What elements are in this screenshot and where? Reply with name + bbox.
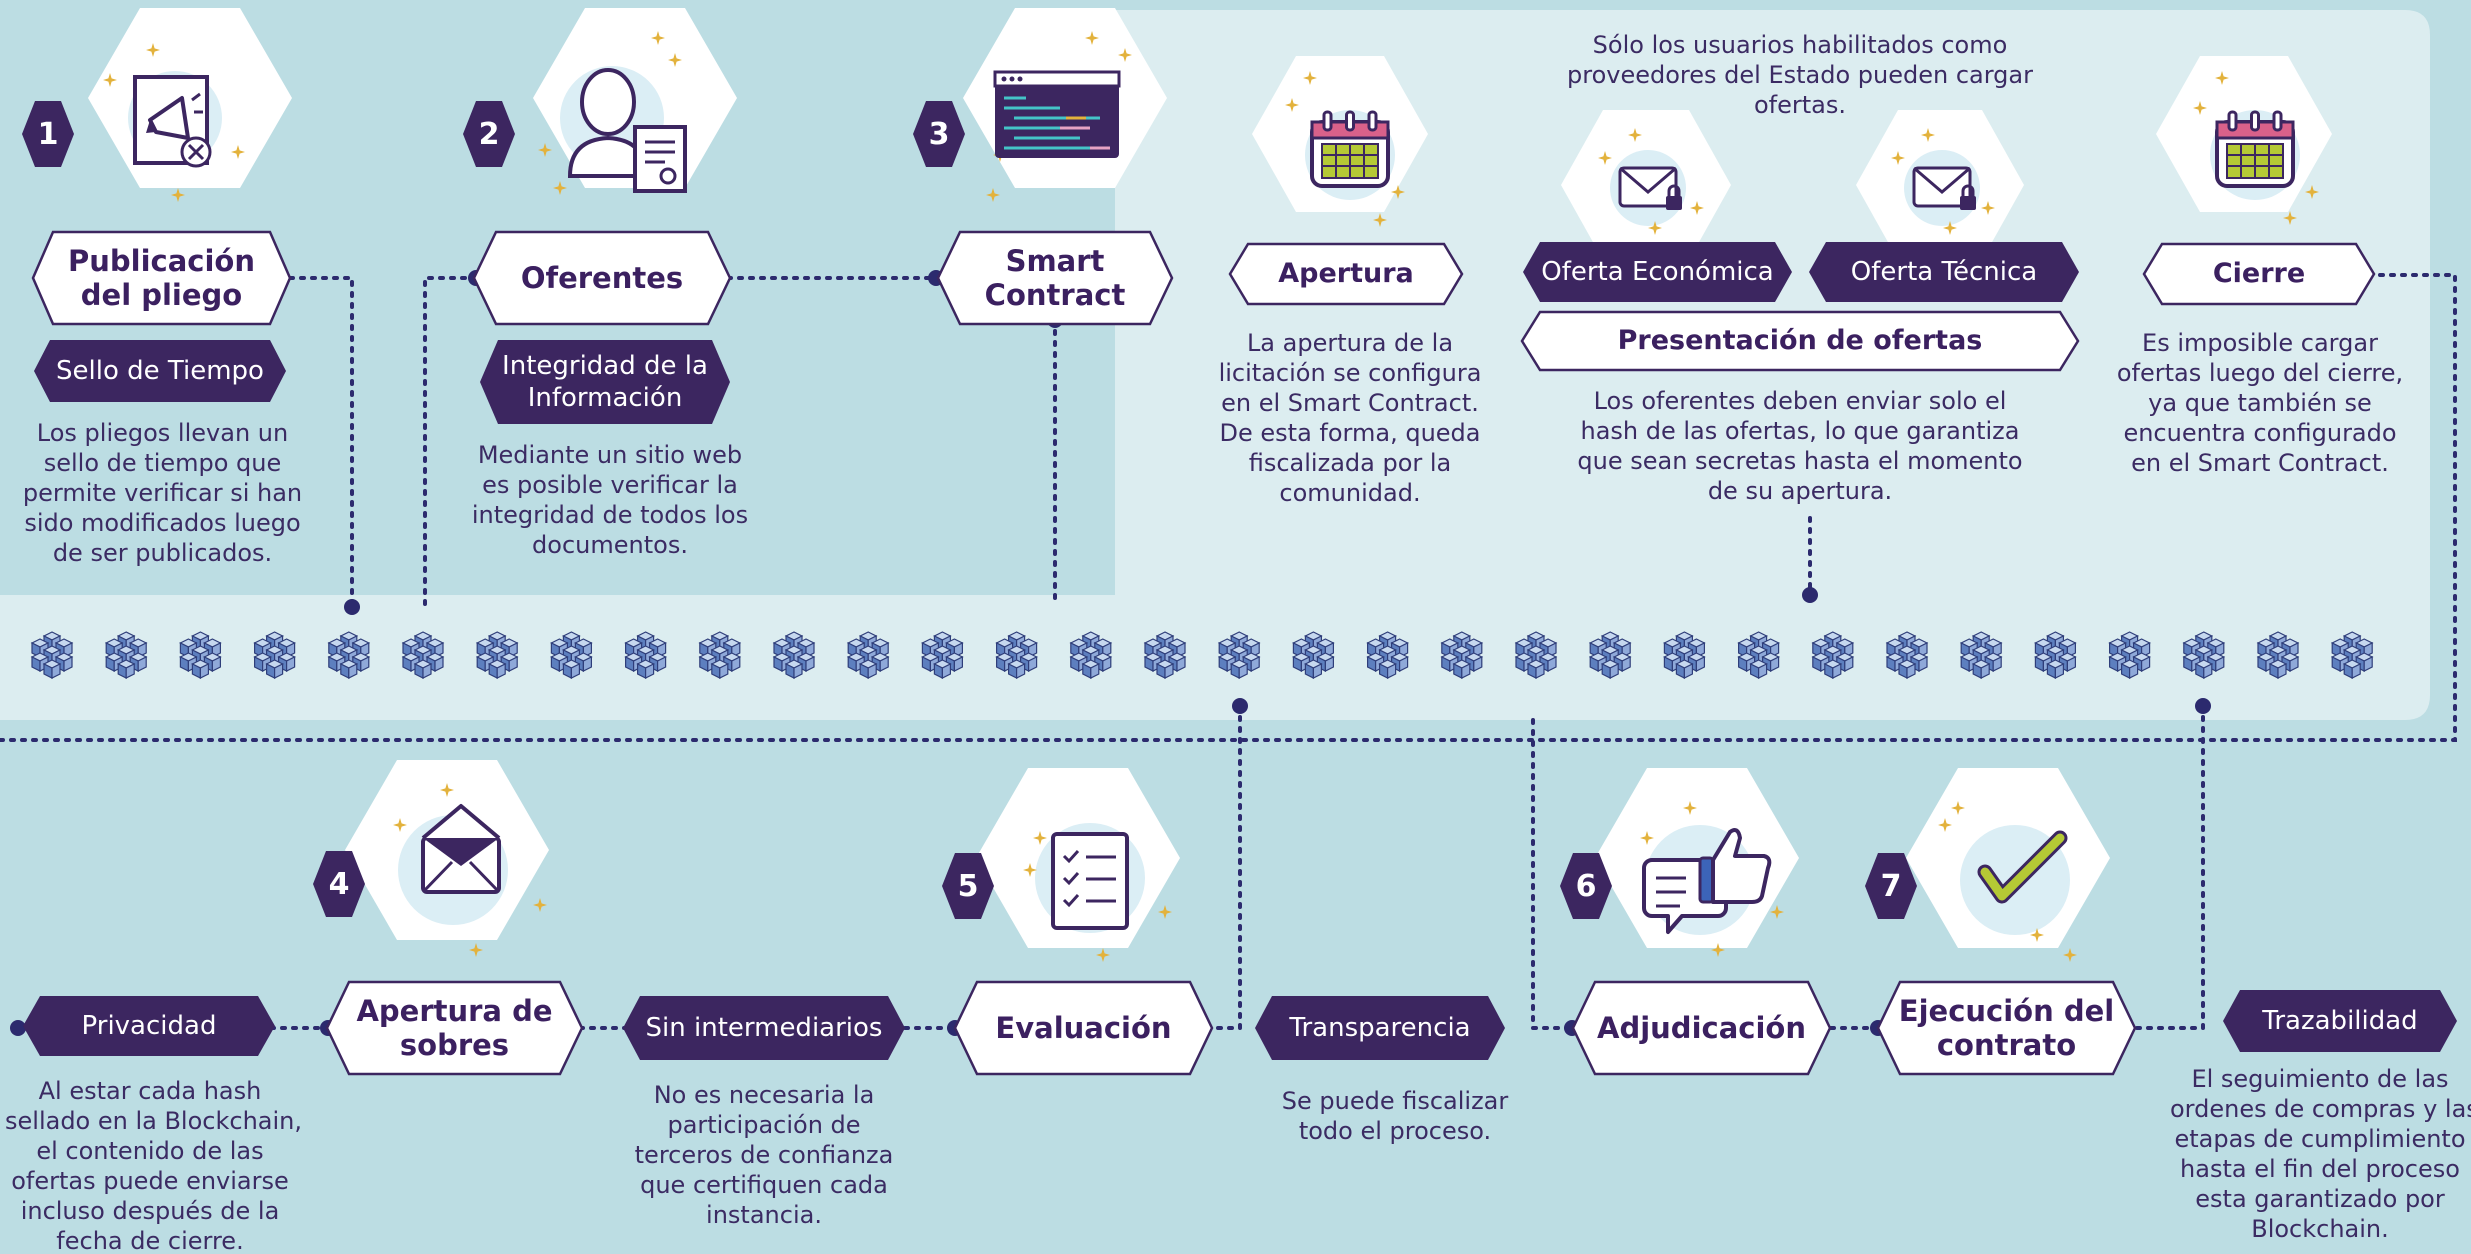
calendar-icon-apertura xyxy=(1310,110,1390,188)
feature-transparencia: Transparencia xyxy=(1289,1013,1471,1043)
open-envelope-icon xyxy=(421,804,501,894)
apertura-title: Apertura xyxy=(1278,258,1414,289)
code-window-icon xyxy=(993,70,1121,158)
title-pills xyxy=(31,230,2376,1076)
check-icon xyxy=(1977,830,2068,904)
step-4-number: 4 xyxy=(328,866,350,902)
feature-sin-intermediarios: Sin intermediarios xyxy=(645,1013,883,1043)
step-1-number: 1 xyxy=(37,116,59,152)
feature-pills xyxy=(23,242,2457,1060)
step-3-number: 3 xyxy=(928,116,950,152)
offer-tecnica: Oferta Técnica xyxy=(1850,257,2038,287)
step-5-title: Evaluación xyxy=(995,1011,1172,1045)
locked-envelope-icon-economica xyxy=(1618,166,1684,212)
step-6-number: 6 xyxy=(1575,868,1597,904)
offer-economica: Oferta Económica xyxy=(1541,257,1774,287)
blockchain-panel xyxy=(0,10,2430,720)
cierre-title: Cierre xyxy=(2212,258,2306,289)
presentacion-title: Presentación de ofertas xyxy=(1617,325,1983,356)
feature-sello-de-tiempo: Sello de Tiempo xyxy=(56,356,264,386)
step-7-number: 7 xyxy=(1880,868,1902,904)
step-5-number: 5 xyxy=(957,868,979,904)
step-6-title: Adjudicación xyxy=(1597,1011,1806,1045)
step-2-title: Oferentes xyxy=(520,261,684,295)
locked-envelope-icon-tecnica xyxy=(1912,166,1978,212)
step-2-number: 2 xyxy=(478,116,500,152)
calendar-icon-cierre xyxy=(2215,110,2295,188)
feature-privacidad: Privacidad xyxy=(81,1011,217,1041)
feature-trazabilidad: Trazabilidad xyxy=(2262,1006,2418,1036)
checklist-icon xyxy=(1051,832,1129,930)
megaphone-icon xyxy=(133,75,212,168)
thumbs-up-icon xyxy=(1642,828,1772,934)
user-certificate-icon xyxy=(567,68,687,193)
number-hexagons xyxy=(22,101,1917,919)
